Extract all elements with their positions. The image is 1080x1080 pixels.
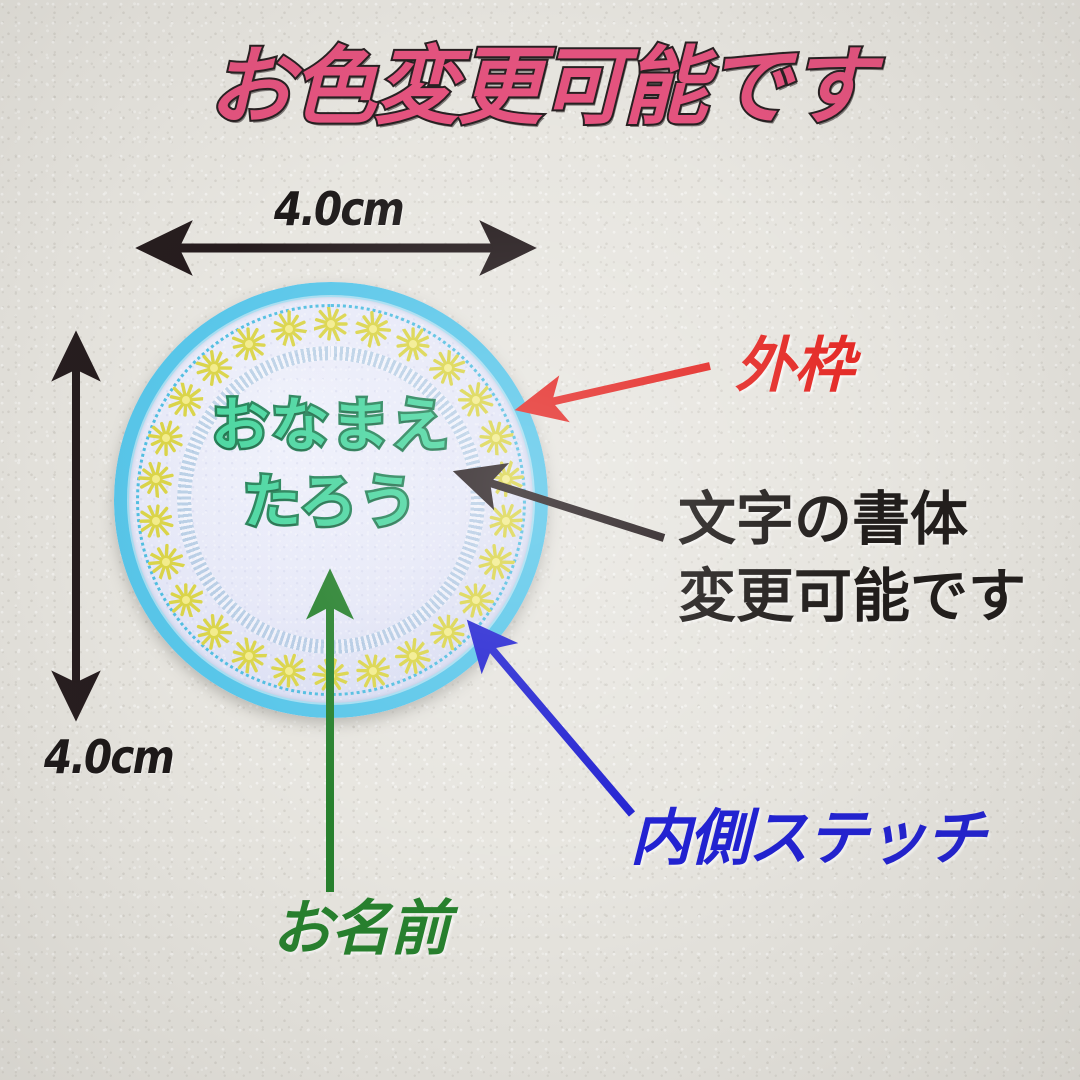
patch-body: おなまえ たろう — [114, 282, 548, 718]
annotation-font-style-line-1: 文字の書体 — [678, 485, 969, 553]
patch-embroidered-name: おなまえ たろう — [114, 391, 548, 536]
width-dimension-label: 4.0cm — [274, 182, 405, 236]
annotation-name-label: お名前 — [272, 894, 450, 964]
page-title: お色変更可能です — [206, 35, 876, 139]
patch-name-line-1: おなまえ — [208, 391, 451, 459]
annotation-font-style-line-2: 変更可能です — [678, 561, 1027, 630]
embroidered-patch: おなまえ たろう — [114, 282, 548, 718]
annotation-outer-frame-label: 外枠 — [735, 331, 854, 401]
annotation-outer-frame-arrow — [514, 362, 711, 423]
annotation-inner-stitch-label: 内側ステッチ — [630, 803, 986, 874]
height-dimension-label: 4.0cm — [44, 730, 175, 784]
annotation-font-style-label: 文字の書体 変更可能です — [678, 487, 1026, 629]
patch-name-line-2: たろう — [240, 467, 420, 536]
